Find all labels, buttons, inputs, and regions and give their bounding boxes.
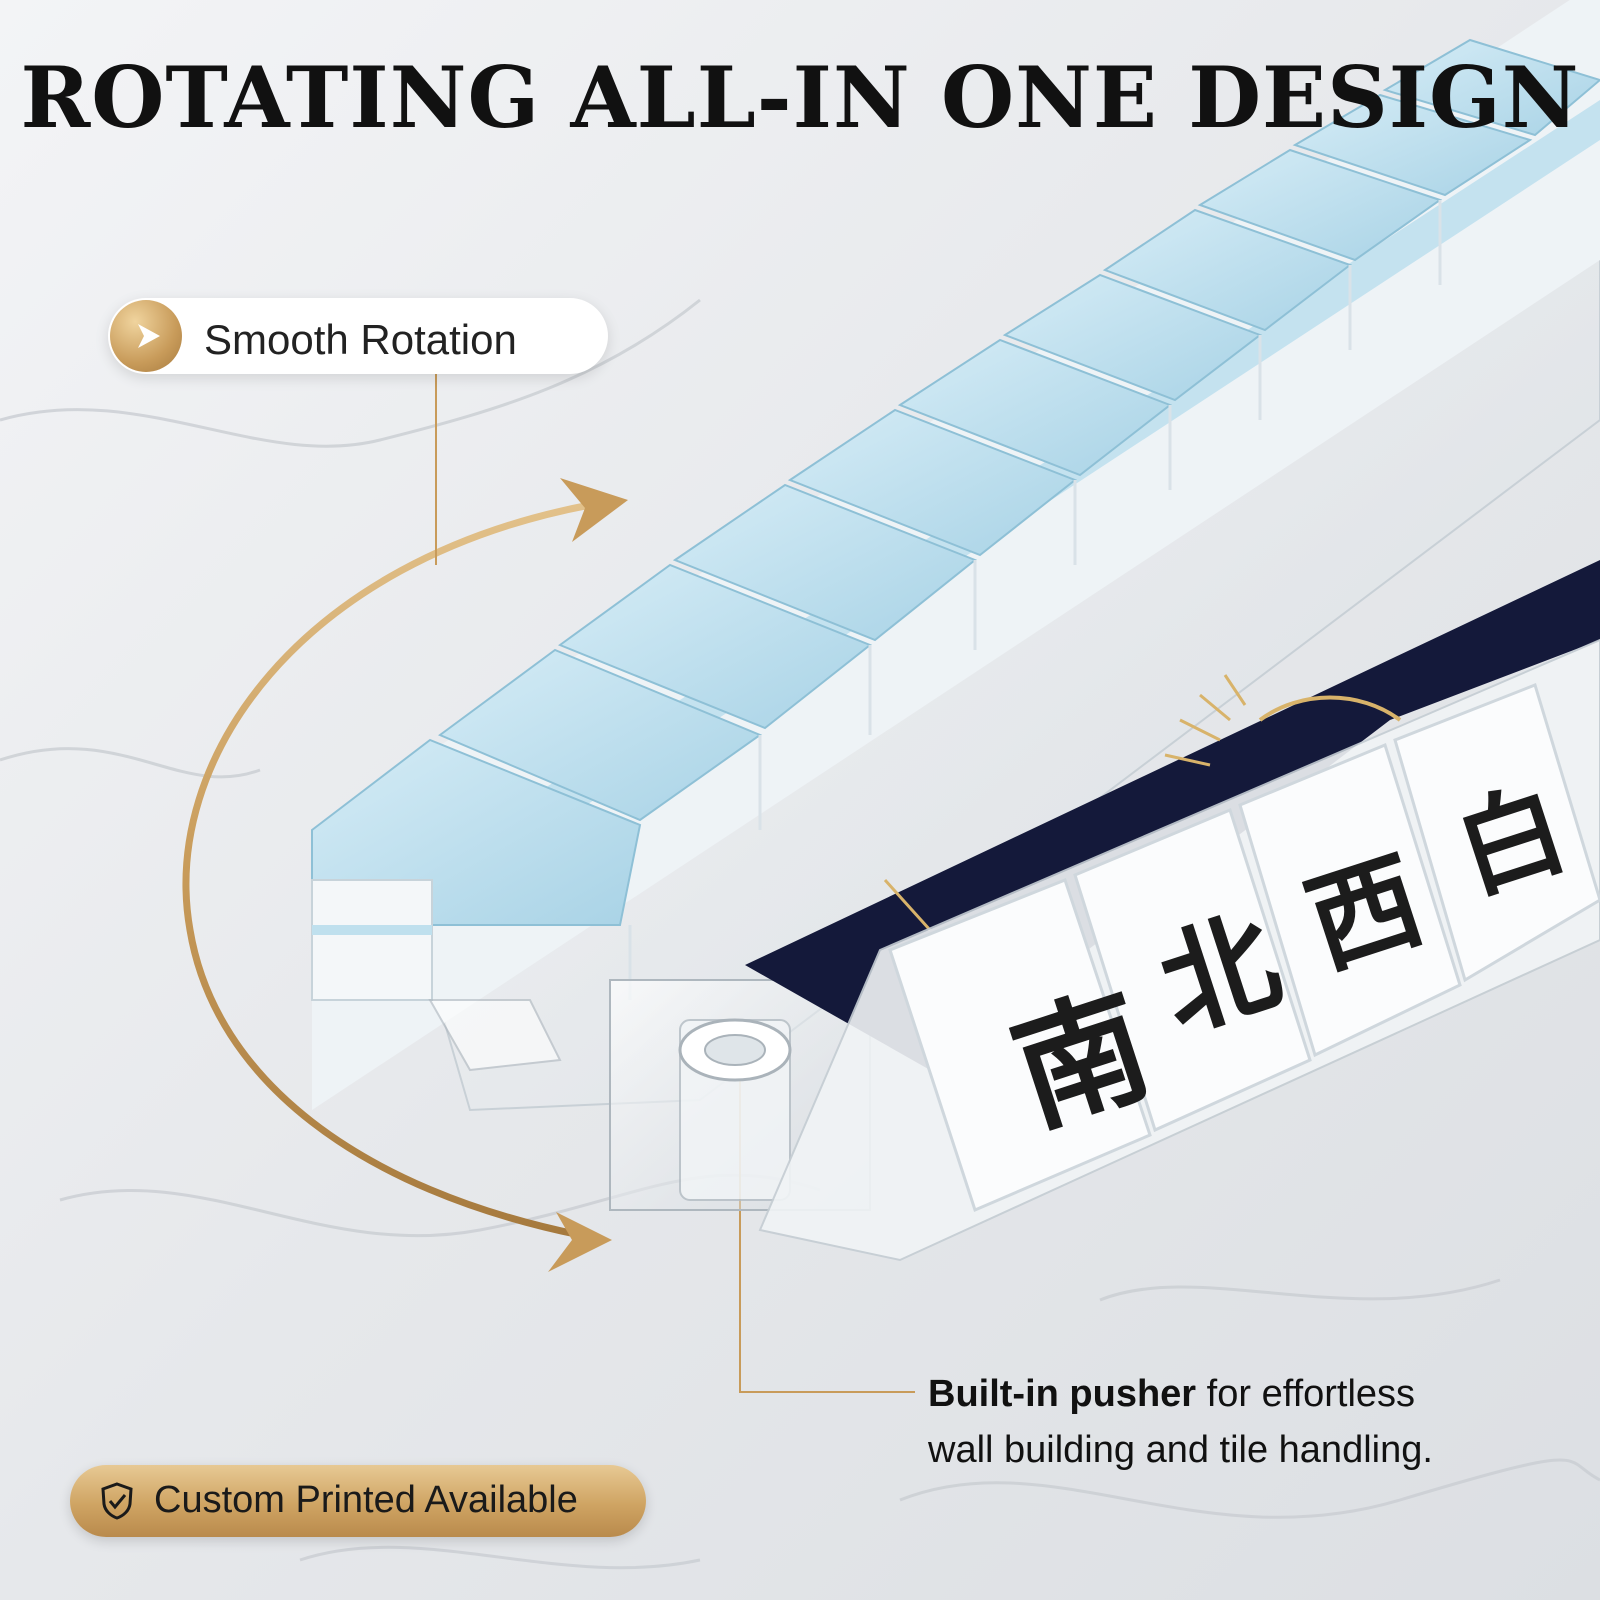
callout-bold: Built-in pusher bbox=[928, 1373, 1197, 1415]
blue-tile-rack bbox=[311, 0, 1600, 1112]
pusher-pivot bbox=[428, 979, 871, 1211]
play-arrow-icon bbox=[110, 300, 182, 372]
white-tile-1 bbox=[888, 878, 1152, 1213]
smooth-rotation-badge: Smooth Rotation bbox=[108, 298, 608, 374]
marble-veins bbox=[0, 298, 1600, 1570]
custom-printed-badge: Custom Printed Available bbox=[70, 1465, 646, 1537]
white-tile-3 bbox=[1238, 742, 1462, 1058]
page-title: ROTATING ALL-IN ONE DESIGN bbox=[20, 48, 1580, 147]
rotation-arc bbox=[182, 501, 591, 1239]
custom-printed-label: Custom Printed Available bbox=[154, 1479, 578, 1521]
check-shield-icon bbox=[101, 1482, 133, 1520]
callout-rest: for effortless bbox=[1196, 1373, 1416, 1415]
blue-tile-tops bbox=[311, 38, 1600, 926]
arc-arrowhead-bottom bbox=[548, 1212, 612, 1272]
arc-arrowhead-top bbox=[560, 478, 628, 542]
callout-line2: wall building and tile handling. bbox=[928, 1429, 1433, 1471]
pusher-callout: Built-in pusher for effortless wall buil… bbox=[928, 1366, 1578, 1478]
smooth-rotation-label: Smooth Rotation bbox=[204, 316, 517, 363]
white-tile-rack: 南 北 西 白 bbox=[758, 638, 1600, 1262]
white-tile-2 bbox=[1073, 807, 1312, 1133]
white-tile-4 bbox=[1393, 683, 1600, 983]
